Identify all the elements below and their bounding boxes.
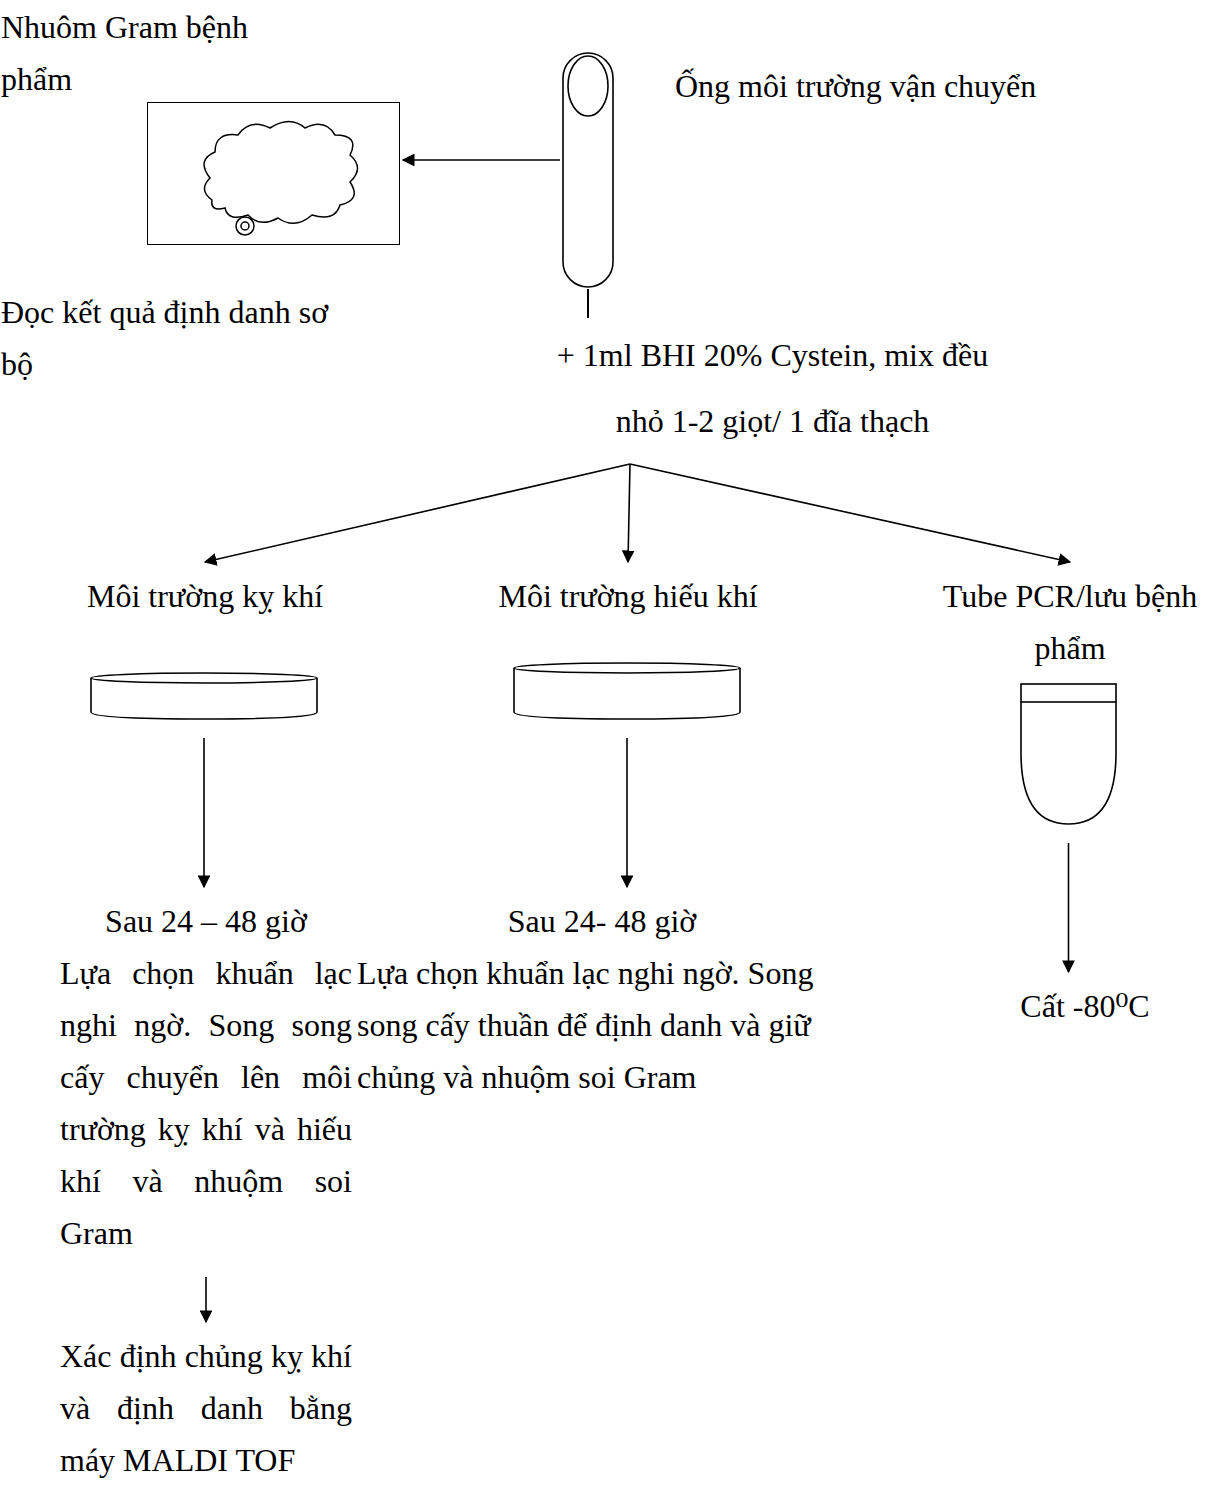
step-text: Sau 24- 48 giờLựa chọn khuẩn lạc nghi ng…: [357, 895, 847, 1103]
plate-body: [514, 668, 740, 719]
pcr-tube: Tube PCR/lưu bệnh phẩm: [1020, 683, 1117, 825]
smear-dot: [236, 217, 254, 235]
node-text: Ống môi trường vận chuyển: [675, 60, 1195, 112]
slide-box: Nhuôm Gram bệnh phẩmĐọc kết quả định dan…: [147, 102, 400, 245]
step-heading: Sau 24 – 48 giờ: [60, 895, 352, 947]
tube-body: [563, 53, 613, 287]
flow-arrow: [1068, 843, 1070, 972]
culture-plate: Môi trường hiếu khí: [513, 662, 741, 720]
node-text: Lựa chọn khuẩn lạc nghi ngờ. Song song c…: [60, 947, 352, 1259]
node-text: Môi trường kỵ khí: [50, 570, 360, 622]
smear-cloud: [204, 122, 357, 224]
node-text: Đọc kết quả định danh sơ bộ: [1, 286, 331, 390]
node-text: Lựa chọn khuẩn lạc nghi ngờ. Song song c…: [357, 947, 847, 1103]
node-text: Tube PCR/lưu bệnh phẩm: [910, 570, 1230, 674]
procedure-note: + 1ml BHI 20% Cystein, mix đều nhỏ 1-2 g…: [545, 322, 1000, 454]
step-text: Cất -80⁰C: [985, 980, 1185, 1032]
culture-plate-outline: [90, 672, 318, 720]
node-text: Môi trường hiếu khí: [473, 570, 783, 622]
flow-arrow: [205, 1277, 207, 1322]
step-text: Xác định chủng kỵ khí và định danh bằng …: [60, 1330, 352, 1486]
node-text: Xác định chủng kỵ khí và định danh bằng …: [60, 1330, 352, 1486]
plate-rim: [514, 663, 740, 673]
pcr-cap: [1021, 684, 1116, 702]
culture-plate-outline: [513, 662, 741, 720]
tube-mouth: [568, 56, 608, 116]
transport-tube: Ống môi trường vận chuyển: [562, 52, 614, 288]
pcr-body: [1021, 702, 1116, 824]
pcr-tube-outline: [1020, 683, 1117, 825]
plate-body: [91, 678, 317, 719]
flow-arrow: [203, 738, 205, 887]
flow-arrow: [403, 159, 560, 161]
smear-dot: [241, 222, 249, 230]
node-text: Cất -80⁰C: [985, 980, 1185, 1032]
transport-tube-outline: [562, 52, 614, 288]
step-heading: Sau 24- 48 giờ: [357, 895, 847, 947]
step-text: Sau 24 – 48 giờLựa chọn khuẩn lạc nghi n…: [60, 895, 352, 1259]
culture-plate: Môi trường kỵ khí: [90, 672, 318, 720]
node-text: Nhuôm Gram bệnh phẩm: [1, 1, 261, 105]
flow-arrow: [626, 738, 628, 887]
plate-rim: [91, 673, 317, 683]
